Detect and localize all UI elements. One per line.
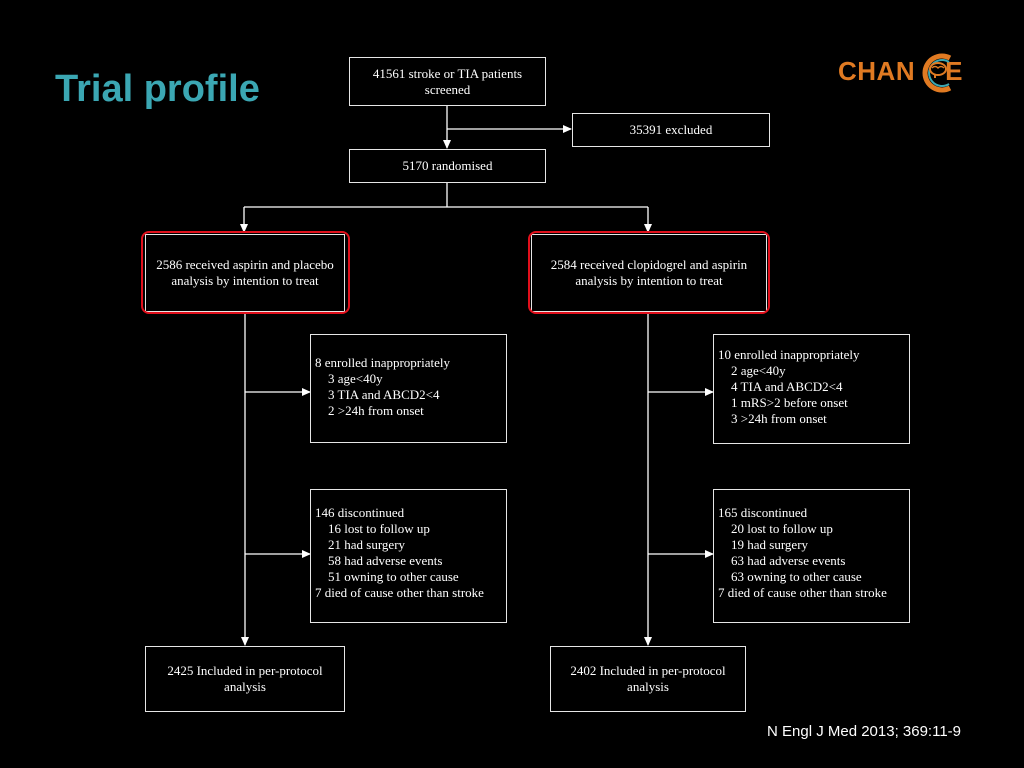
list-item: 19 had surgery	[731, 537, 809, 552]
left-inappropriate-header: 8 enrolled inappropriately	[315, 355, 451, 370]
left-discontinued-header: 146 discontinued	[315, 505, 405, 520]
randomised-box: 5170 randomised	[349, 149, 546, 183]
aspirin-arm-box: 2586 received aspirin and placebo analys…	[145, 234, 345, 312]
list-item: 1 mRS>2 before onset	[731, 395, 848, 410]
brain-icon	[922, 53, 952, 93]
clopidogrel-arm-highlight	[528, 231, 770, 314]
list-item: 16 lost to follow up	[328, 521, 430, 536]
left-inappropriate-box: 8 enrolled inappropriately 3 age<40y 3 T…	[310, 334, 507, 443]
list-item: 63 had adverse events	[731, 553, 846, 568]
list-item: 51 owning to other cause	[328, 569, 459, 584]
list-item: 21 had surgery	[328, 537, 406, 552]
list-item: 4 TIA and ABCD2<4	[731, 379, 843, 394]
randomised-text: 5170 randomised	[402, 158, 493, 173]
excluded-text: 35391 excluded	[629, 122, 713, 137]
excluded-box: 35391 excluded	[572, 113, 770, 147]
left-per-protocol-text: 2425 Included in per-protocol analysis	[167, 663, 323, 694]
list-item: 63 owning to other cause	[731, 569, 862, 584]
clopidogrel-arm-text: 2584 received clopidogrel and aspirin an…	[550, 257, 748, 288]
right-discontinued-box: 165 discontinued 20 lost to follow up 19…	[713, 489, 910, 623]
aspirin-arm-highlight	[141, 231, 350, 314]
list-item: 3 >24h from onset	[731, 411, 827, 426]
left-discontinued-footer: 7 died of cause other than stroke	[315, 585, 484, 600]
left-discontinued-box: 146 discontinued 16 lost to follow up 21…	[310, 489, 507, 623]
reference-citation: N Engl J Med 2013; 369:11-9	[767, 723, 962, 740]
list-item: 3 TIA and ABCD2<4	[328, 387, 440, 402]
list-item: 58 had adverse events	[328, 553, 443, 568]
clopidogrel-arm-box: 2584 received clopidogrel and aspirin an…	[531, 234, 767, 312]
list-item: 2 age<40y	[731, 363, 786, 378]
list-item: 3 age<40y	[328, 371, 383, 386]
screened-box: 41561 stroke or TIA patients screened	[349, 57, 546, 106]
right-inappropriate-header: 10 enrolled inappropriately	[718, 347, 860, 362]
right-inappropriate-box: 10 enrolled inappropriately 2 age<40y 4 …	[713, 334, 910, 444]
list-item: 20 lost to follow up	[731, 521, 833, 536]
right-per-protocol-box: 2402 Included in per-protocol analysis	[550, 646, 746, 712]
right-discontinued-footer: 7 died of cause other than stroke	[718, 585, 887, 600]
screened-text: 41561 stroke or TIA patients screened	[372, 65, 523, 97]
left-per-protocol-box: 2425 Included in per-protocol analysis	[145, 646, 345, 712]
list-item: 2 >24h from onset	[328, 403, 424, 418]
right-per-protocol-text: 2402 Included in per-protocol analysis	[570, 663, 726, 694]
aspirin-arm-text: 2586 received aspirin and placebo analys…	[156, 257, 334, 288]
right-discontinued-header: 165 discontinued	[718, 505, 808, 520]
slide-title: Trial profile	[55, 68, 260, 110]
